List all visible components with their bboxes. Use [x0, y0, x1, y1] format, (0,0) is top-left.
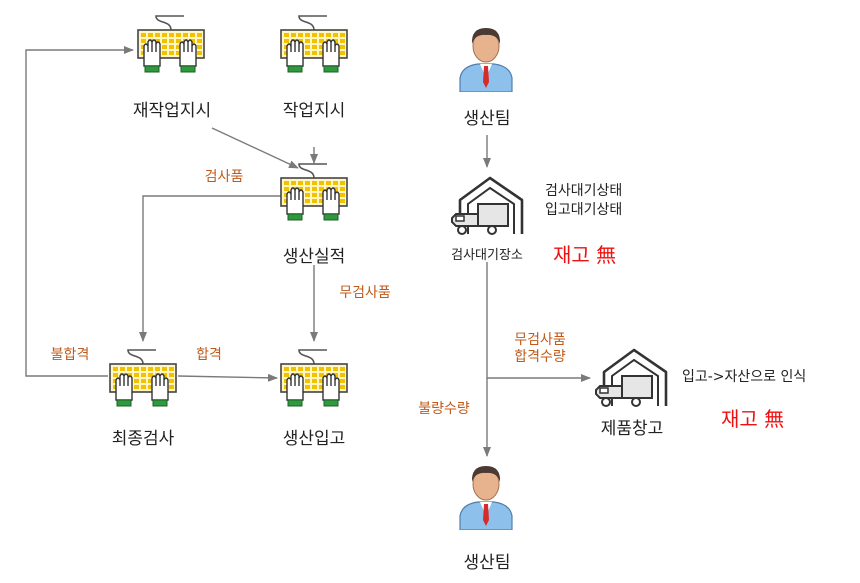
fail-loop-arrow: [25, 46, 134, 377]
node-work-order: 작업지시: [282, 101, 346, 121]
node-final-inspection: 최종검사: [111, 429, 175, 449]
person-icon: [459, 465, 513, 530]
node-production-receipt: 생산입고: [282, 429, 346, 449]
status-stock-none-2: 재고 無: [721, 407, 785, 431]
status-receipt-wait: 입고대기상태: [545, 202, 623, 218]
edge-label-inspection-item: 검사품: [204, 169, 244, 185]
keyboard-hands-icon: [280, 349, 348, 407]
inspection-item-arrow: [139, 195, 281, 342]
status-stock-none-1: 재고 無: [553, 243, 617, 267]
edge-label-defect-qty: 불량수량: [418, 401, 470, 417]
person-icon: [459, 27, 513, 92]
keyboard-hands-icon: [280, 15, 348, 73]
edge-label-pass: 합격: [196, 347, 222, 363]
edge-label-no-inspection-item-2: 무검사품: [514, 332, 566, 348]
edge-label-fail: 불합격: [50, 347, 90, 363]
node-rework-order: 재작업지시: [132, 101, 212, 121]
keyboard-hands-icon: [109, 349, 177, 407]
status-receipt-asset: 입고->자산으로 인식: [682, 369, 807, 385]
node-product-warehouse: 제품창고: [600, 419, 664, 439]
keyboard-hands-icon: [137, 15, 205, 73]
rework-to-result-arrow: [211, 127, 299, 169]
node-inspection-wait-area: 검사대기장소: [451, 248, 523, 263]
keyboard-hands-icon: [280, 163, 348, 221]
node-production-team-bottom: 생산팀: [463, 553, 511, 573]
warehouse-truck-icon: [594, 348, 668, 408]
edge-label-pass-qty: 합격수량: [514, 349, 566, 365]
pass-arrow: [177, 373, 278, 382]
warehouse-truck-icon: [450, 176, 524, 236]
status-inspection-wait: 검사대기상태: [545, 183, 623, 199]
node-production-result: 생산실적: [282, 247, 346, 267]
edge-label-no-inspection-item: 무검사품: [339, 285, 391, 301]
node-production-team-top: 생산팀: [463, 109, 511, 129]
